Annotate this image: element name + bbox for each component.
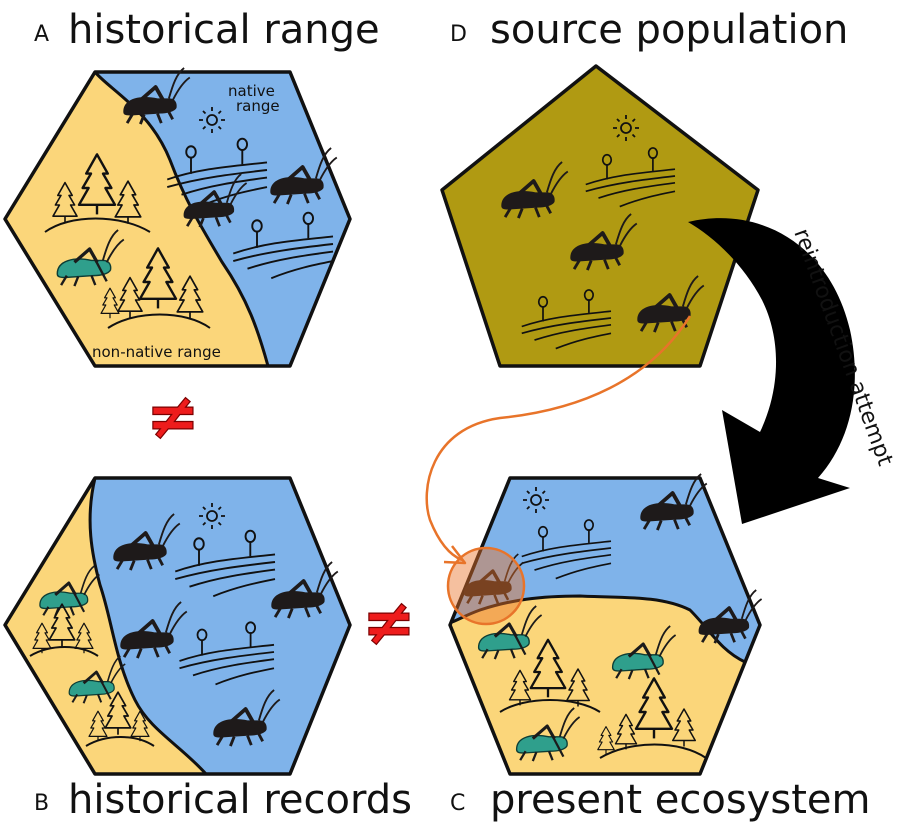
translocated-cricket-highlight bbox=[446, 546, 526, 626]
tree-icon bbox=[100, 247, 211, 329]
curved-arrow-icon bbox=[688, 218, 855, 524]
panel-a: A historical range bbox=[3, 7, 380, 368]
panel-c: C present ecosystem bbox=[446, 472, 870, 822]
panel-a-letter: A bbox=[34, 22, 49, 47]
tree-icon bbox=[29, 603, 99, 657]
tree-icon bbox=[499, 638, 601, 713]
panel-b: B historical records bbox=[3, 476, 412, 822]
tree-icon bbox=[85, 691, 155, 747]
non-native-range-label: non-native range bbox=[92, 343, 221, 361]
panel-d: D source population bbox=[440, 7, 848, 368]
translocation-path bbox=[425, 315, 692, 565]
tree-icon bbox=[44, 153, 151, 233]
panel-c-title: present ecosystem bbox=[490, 777, 870, 822]
pentagon-d bbox=[440, 64, 760, 368]
panel-d-letter: D bbox=[450, 22, 467, 47]
not-equal-sign-ab: ≠ bbox=[146, 380, 200, 454]
not-equal-sign-bc: ≠ bbox=[362, 586, 416, 660]
panel-b-title: historical records bbox=[68, 777, 412, 822]
native-range-label: native bbox=[228, 82, 275, 100]
panel-b-letter: B bbox=[34, 791, 49, 816]
panel-a-title: historical range bbox=[68, 7, 380, 53]
panel-c-letter: C bbox=[450, 791, 465, 816]
panel-d-title: source population bbox=[490, 7, 848, 53]
tree-icon bbox=[597, 677, 707, 759]
hexagon-a: native range non-native range bbox=[3, 66, 352, 368]
native-range-label-2: range bbox=[236, 97, 280, 115]
hexagon-b bbox=[3, 476, 352, 776]
hexagon-c bbox=[446, 472, 764, 776]
